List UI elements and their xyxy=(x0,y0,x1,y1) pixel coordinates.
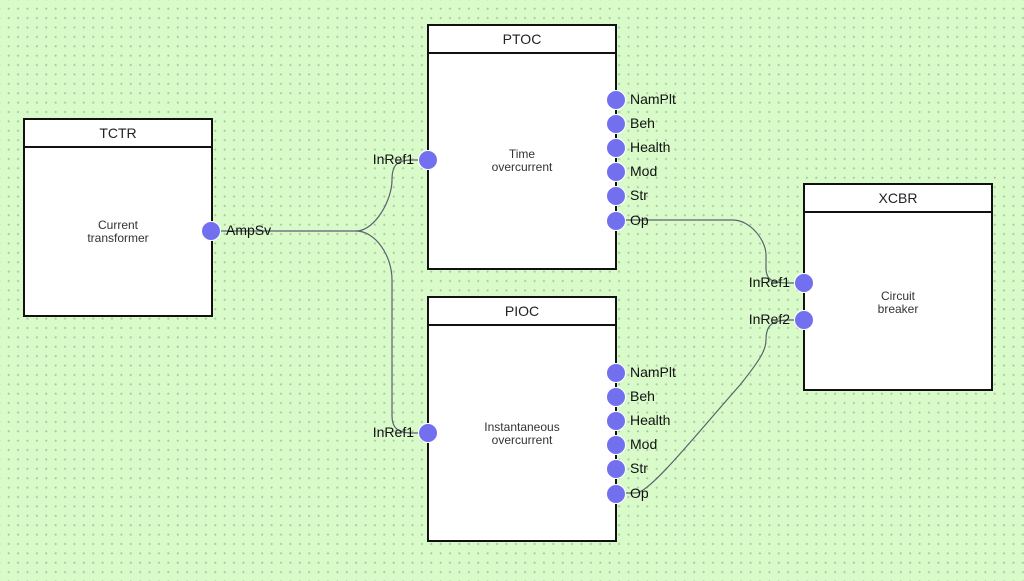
port-ptoc-namplt[interactable] xyxy=(606,90,626,110)
port-label-ptoc-namplt: NamPlt xyxy=(630,91,676,107)
port-pioc-beh[interactable] xyxy=(606,387,626,408)
port-pioc-namplt[interactable] xyxy=(606,363,626,383)
wire-tctr-ampsv-to-pioc-inref1[interactable] xyxy=(355,230,428,434)
port-xcbr-inref1[interactable] xyxy=(794,273,814,293)
port-ptoc-str[interactable] xyxy=(606,186,626,207)
port-pioc-op[interactable] xyxy=(606,483,626,504)
node-tctr[interactable]: TCTR Current transformer xyxy=(23,118,213,317)
node-tctr-description: Current transformer xyxy=(87,218,149,245)
node-xcbr-description: Circuit breaker xyxy=(877,289,919,316)
node-ptoc-description: Time overcurrent xyxy=(491,147,553,174)
port-label-pioc-namplt: NamPlt xyxy=(630,364,676,380)
port-label-pioc-mod: Mod xyxy=(630,436,658,453)
port-label-xcbr-inref2: InRef2 xyxy=(748,311,790,327)
port-pioc-mod[interactable] xyxy=(606,435,626,456)
node-pioc-description: Instantaneous overcurrent xyxy=(484,420,560,447)
port-label-ptoc-health: Health xyxy=(630,139,671,156)
wire-tctr-ampsv-to-ptoc-inref1[interactable] xyxy=(211,159,428,232)
node-ptoc[interactable]: PTOC Time overcurrent xyxy=(427,24,617,270)
port-xcbr-inref2[interactable] xyxy=(794,310,814,330)
port-label-ptoc-mod: Mod xyxy=(630,163,658,180)
port-ptoc-beh[interactable] xyxy=(606,114,626,135)
node-pioc[interactable]: PIOC Instantaneous overcurrent xyxy=(427,296,617,542)
port-label-tctr-ampsv: AmpSv xyxy=(226,222,272,238)
port-label-pioc-beh: Beh xyxy=(630,388,655,405)
port-label-pioc-inref1: InRef1 xyxy=(372,424,414,440)
port-tctr-ampsv[interactable] xyxy=(201,221,221,241)
port-label-ptoc-op: Op xyxy=(630,211,649,228)
port-ptoc-mod[interactable] xyxy=(606,162,626,183)
node-xcbr[interactable]: XCBR Circuit breaker xyxy=(803,183,993,391)
port-label-pioc-health: Health xyxy=(630,412,671,429)
port-pioc-health[interactable] xyxy=(606,411,626,432)
port-label-pioc-str: Str xyxy=(630,460,648,477)
node-tctr-title: TCTR xyxy=(25,120,211,148)
port-label-ptoc-inref1: InRef1 xyxy=(372,151,414,167)
node-pioc-title: PIOC xyxy=(429,298,615,326)
port-ptoc-inref1[interactable] xyxy=(418,150,438,170)
port-pioc-inref1[interactable] xyxy=(418,423,438,443)
port-ptoc-health[interactable] xyxy=(606,138,626,159)
port-pioc-str[interactable] xyxy=(606,459,626,480)
port-label-pioc-op: Op xyxy=(630,484,649,501)
port-label-xcbr-inref1: InRef1 xyxy=(748,274,790,290)
node-ptoc-title: PTOC xyxy=(429,26,615,54)
port-label-ptoc-beh: Beh xyxy=(630,115,655,132)
port-ptoc-op[interactable] xyxy=(606,210,626,231)
node-xcbr-title: XCBR xyxy=(805,185,991,213)
port-label-ptoc-str: Str xyxy=(630,187,648,204)
